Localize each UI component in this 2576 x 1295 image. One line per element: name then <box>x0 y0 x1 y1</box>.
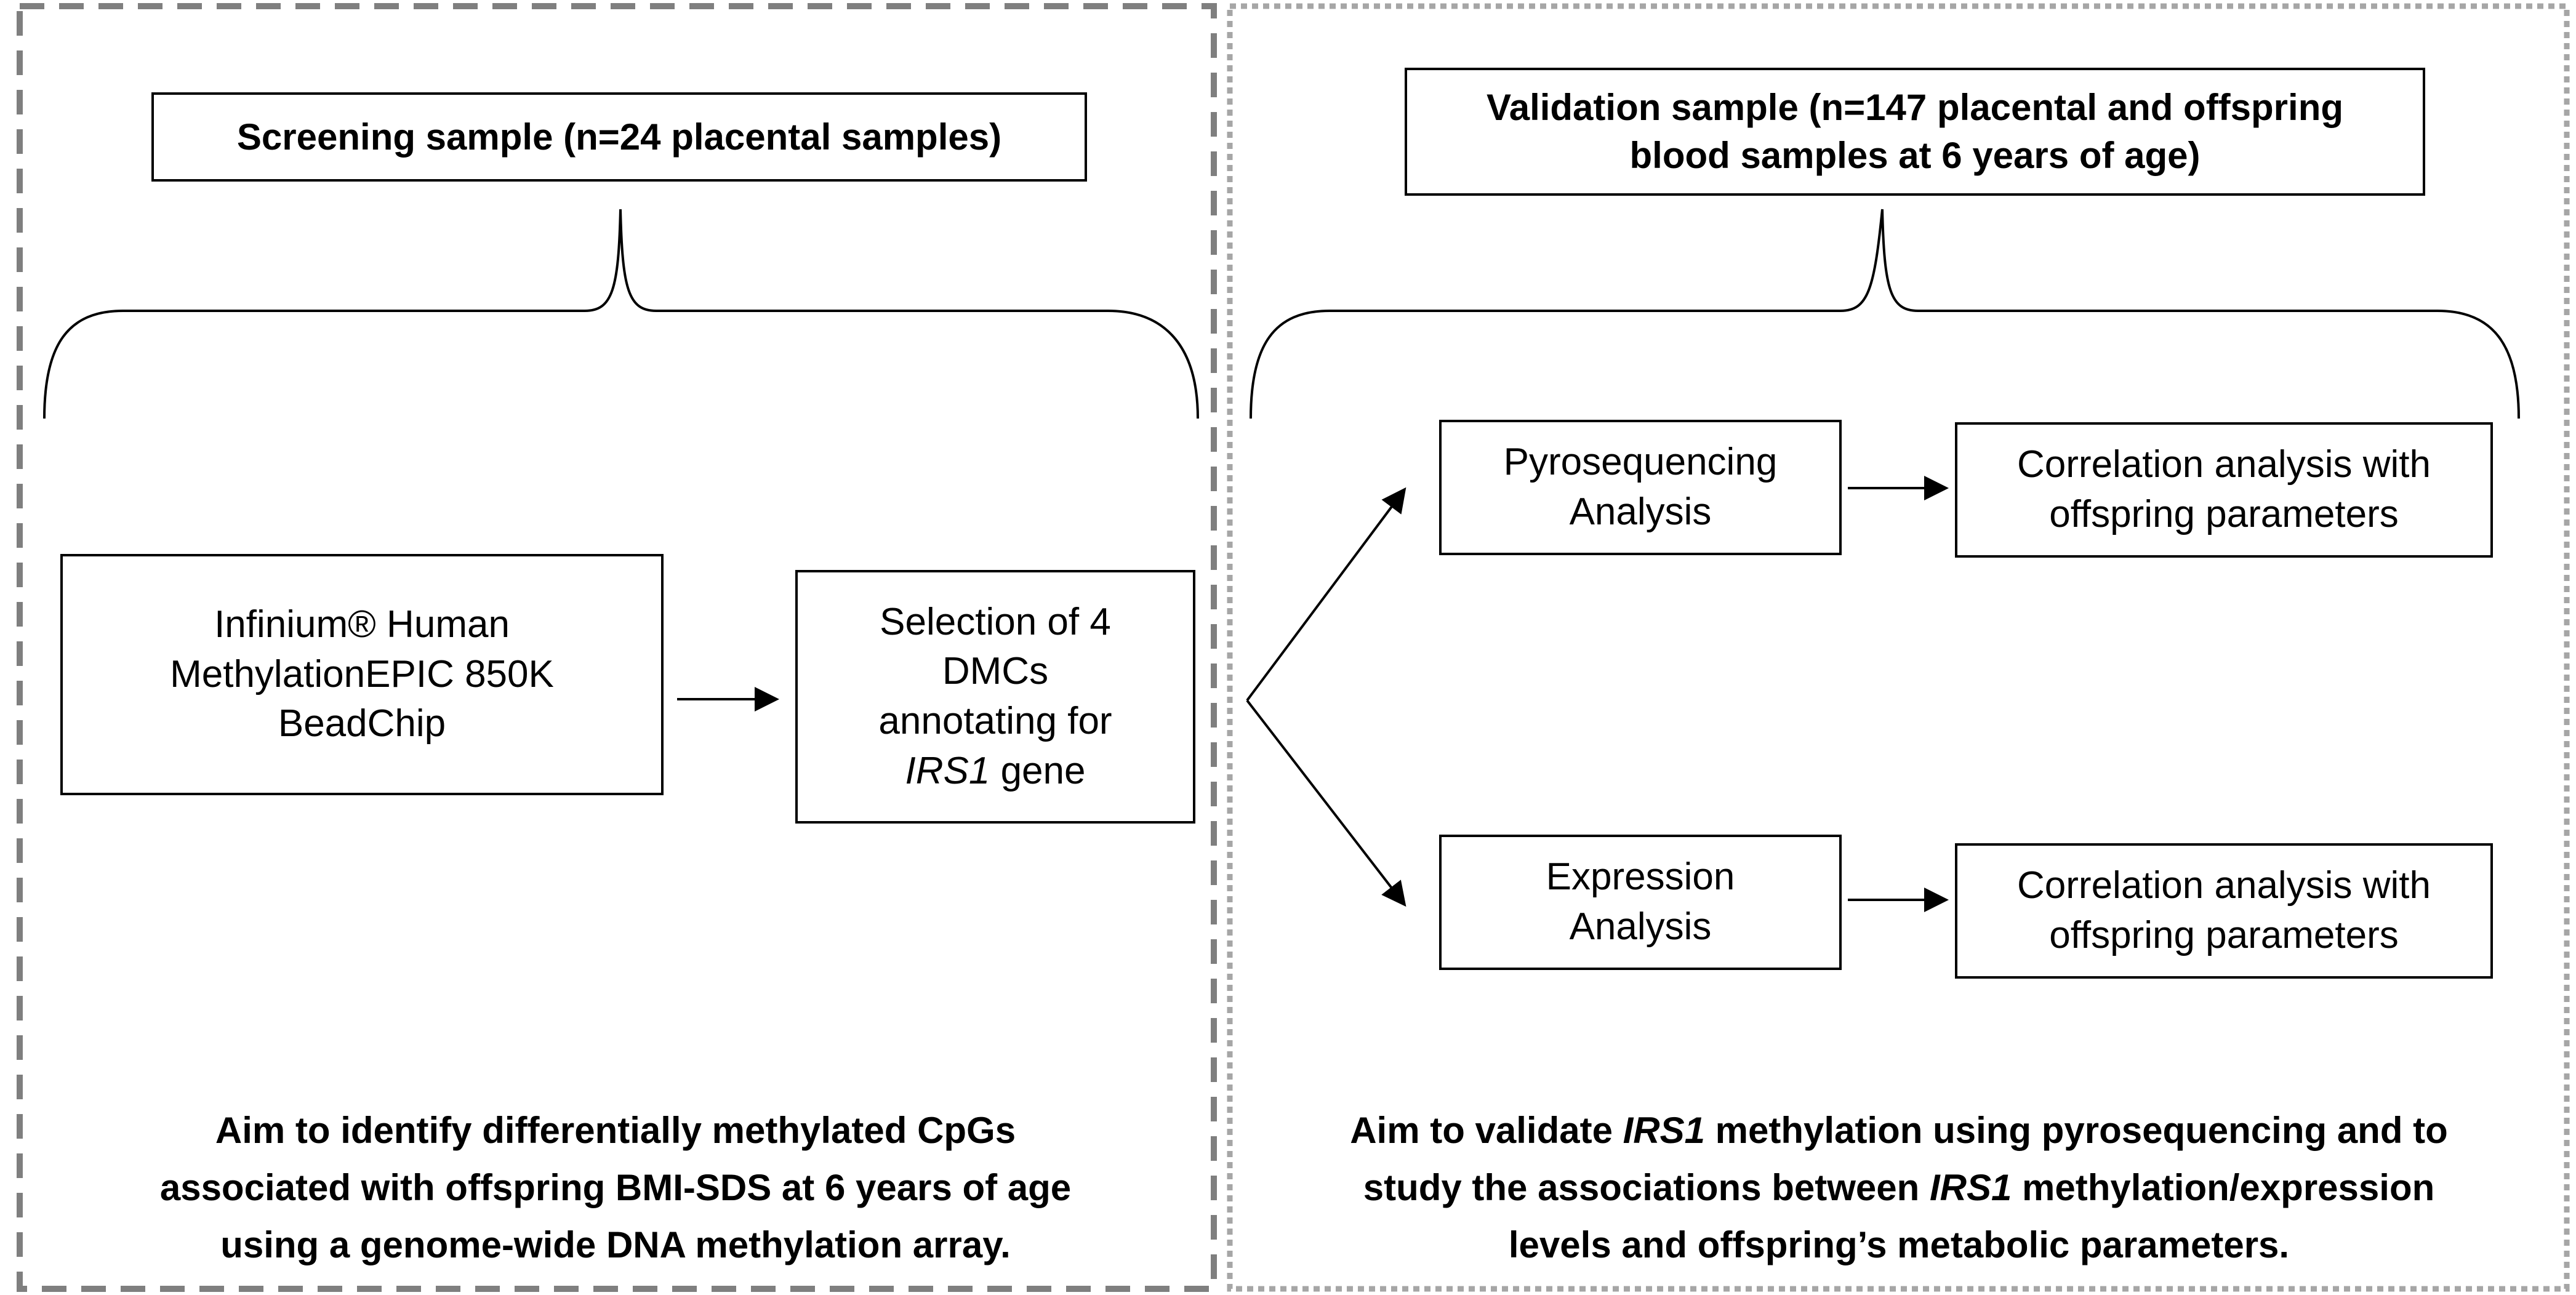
screening-aim: Aim to identify differentially methylate… <box>37 1102 1194 1273</box>
expr-line1: Expression <box>1546 856 1735 899</box>
validation-aim-line2-gene: IRS1 <box>1929 1167 2012 1208</box>
validation-aim-line1: Aim to validate IRS1 methylation using p… <box>1237 1102 2561 1159</box>
arrow-selection-to-expression <box>1246 699 1406 907</box>
platform-box: Infinium® Human MethylationEPIC 850K Bea… <box>60 554 664 795</box>
correlation-box-1: Correlation analysis with offspring para… <box>1955 422 2493 558</box>
corr2-line2: offspring parameters <box>2049 914 2399 956</box>
selection-box: Selection of 4 DMCs annotating for IRS1 … <box>795 570 1195 824</box>
corr1-line2: offspring parameters <box>2049 493 2399 535</box>
screening-panel-border <box>17 3 1217 1292</box>
selection-line4: IRS1 gene <box>905 747 1086 796</box>
validation-aim-line1-suffix: methylation using pyrosequencing and to <box>1705 1110 2448 1151</box>
validation-aim-line2-prefix: study the associations between <box>1363 1167 1930 1208</box>
platform-line1: Infinium® Human <box>214 603 510 646</box>
selection-line3: annotating for <box>878 700 1112 742</box>
selection-gene-suffix: gene <box>990 749 1086 792</box>
platform-line3: BeadChip <box>278 702 446 745</box>
correlation-box-2: Correlation analysis with offspring para… <box>1955 843 2493 979</box>
validation-aim-line3: levels and offspring’s metabolic paramet… <box>1508 1224 2290 1265</box>
screening-aim-line2: associated with offspring BMI-SDS at 6 y… <box>159 1167 1072 1208</box>
validation-aim-gene: IRS1 <box>1623 1110 1706 1151</box>
validation-panel-border <box>1227 3 2570 1292</box>
screening-title: Screening sample (n=24 placental samples… <box>236 116 1002 158</box>
pyro-line1: Pyrosequencing <box>1503 441 1778 484</box>
pyro-line2: Analysis <box>1569 491 1712 533</box>
screening-aim-line1: Aim to identify differentially methylate… <box>215 1110 1016 1151</box>
platform-line2: MethylationEPIC 850K <box>170 652 554 696</box>
screening-aim-line3: using a genome-wide DNA methylation arra… <box>220 1224 1011 1265</box>
selection-line2: DMCs <box>942 650 1049 693</box>
validation-aim: Aim to validate IRS1 methylation using p… <box>1237 1102 2561 1273</box>
validation-aim-line2-suffix: methylation/expression <box>2012 1167 2435 1208</box>
validation-title-box: Validation sample (n=147 placental and o… <box>1405 68 2425 196</box>
screening-title-box: Screening sample (n=24 placental samples… <box>151 92 1087 182</box>
validation-title-line2: blood samples at 6 years of age) <box>1629 135 2201 176</box>
validation-aim-line2: study the associations between IRS1 meth… <box>1237 1159 2561 1216</box>
corr1-line1: Correlation analysis with <box>2017 443 2431 486</box>
corr2-line1: Correlation analysis with <box>2017 864 2431 907</box>
screening-brace <box>43 209 1199 419</box>
selection-line1: Selection of 4 <box>880 600 1111 643</box>
pyrosequencing-box: Pyrosequencing Analysis <box>1439 420 1842 555</box>
expression-box: Expression Analysis <box>1439 835 1842 970</box>
selection-gene: IRS1 <box>905 749 990 792</box>
expr-line2: Analysis <box>1569 905 1712 948</box>
arrow-selection-to-pyro <box>1246 487 1406 702</box>
validation-aim-line1-prefix: Aim to validate <box>1350 1110 1623 1151</box>
validation-brace <box>1250 209 2520 419</box>
validation-title-line1: Validation sample (n=147 placental and o… <box>1486 87 2343 128</box>
